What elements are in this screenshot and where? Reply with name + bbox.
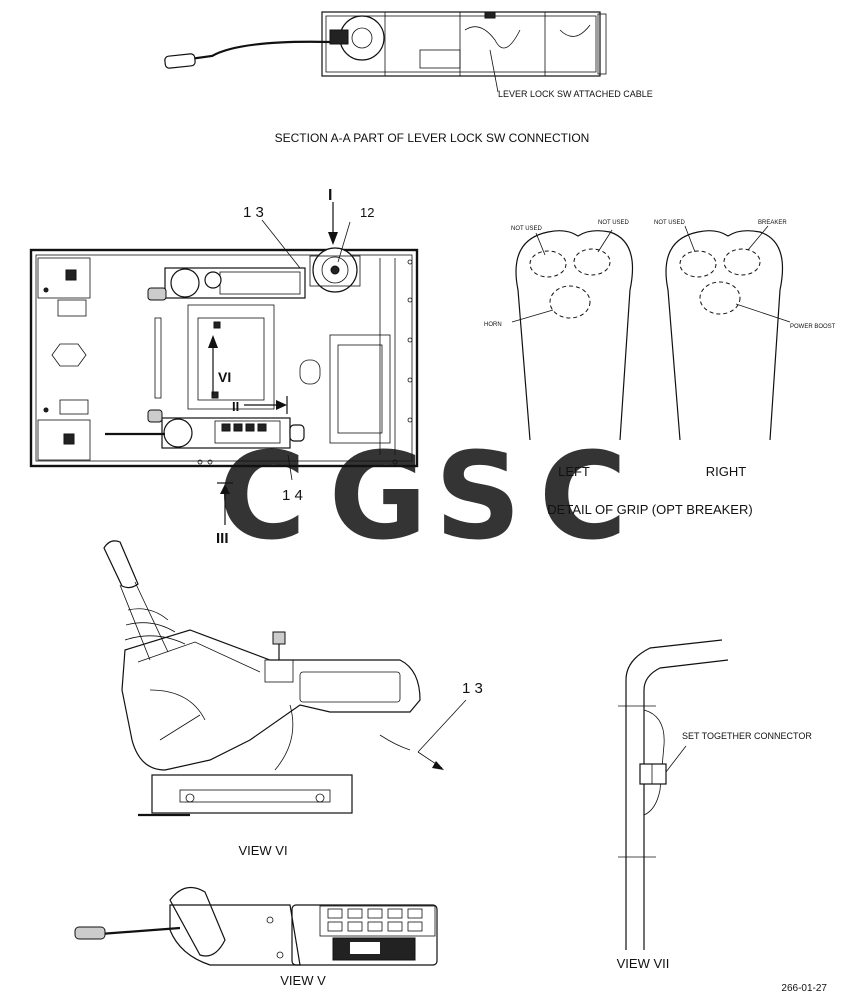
right-not-used: NOT USED [654, 220, 686, 226]
right-grip-drawing [665, 225, 791, 441]
callout-13: 1 3 [243, 204, 264, 221]
watermark-letter-c: C [218, 428, 306, 567]
right-breaker-label: BREAKER [758, 220, 787, 226]
left-horn-label: HORN [484, 322, 502, 328]
view-vi-callout-13: 1 3 [462, 680, 483, 697]
callout-13-leader [261, 219, 301, 269]
arrow-I [328, 202, 338, 245]
view-vi-drawing [103, 540, 421, 817]
arrow-II-label: II [232, 399, 239, 414]
grip-left-label: LEFT [558, 464, 590, 479]
callout-14: 1 4 [282, 487, 303, 504]
right-power-boost-label: POWER BOOST [790, 324, 836, 330]
watermark-letter-s: S [435, 428, 521, 567]
view-v-label: VIEW V [280, 973, 326, 988]
arrow-III [217, 482, 233, 525]
left-not-used-2: NOT USED [598, 220, 630, 226]
section-a-title: SECTION A-A PART OF LEVER LOCK SW CONNEC… [275, 131, 590, 145]
arrow-III-label: III [216, 530, 229, 547]
connector-label: SET TOGETHER CONNECTOR [682, 731, 812, 741]
arrow-I-label: I [328, 187, 332, 204]
callout-14-leader [287, 454, 293, 481]
lever-lock-assembly-drawing [164, 11, 607, 93]
left-not-used-1: NOT USED [511, 226, 543, 232]
page-code: 266-01-27 [781, 983, 827, 994]
watermark-letter-c2: C [539, 428, 627, 567]
watermark-letter-g: G [329, 428, 428, 567]
cable-label: LEVER LOCK SW ATTACHED CABLE [498, 89, 653, 99]
view-VI-mark: VI [218, 369, 231, 385]
grip-detail-title: DETAIL OF GRIP (OPT BREAKER) [547, 502, 752, 517]
view-vii-label: VIEW VII [617, 956, 670, 971]
left-grip-drawing [511, 229, 634, 441]
callout-12: 12 [360, 205, 374, 220]
grip-right-label: RIGHT [706, 464, 747, 479]
view-vii-drawing [618, 639, 729, 950]
arrow-II [244, 396, 288, 414]
view-vi-callout-13-leader [417, 699, 467, 770]
main-plan-view [29, 247, 419, 468]
view-v-drawing [74, 886, 438, 966]
view-vi-label: VIEW VI [238, 843, 287, 858]
cgsc-watermark: C G S C [218, 428, 627, 567]
arrow-VI [208, 335, 218, 395]
